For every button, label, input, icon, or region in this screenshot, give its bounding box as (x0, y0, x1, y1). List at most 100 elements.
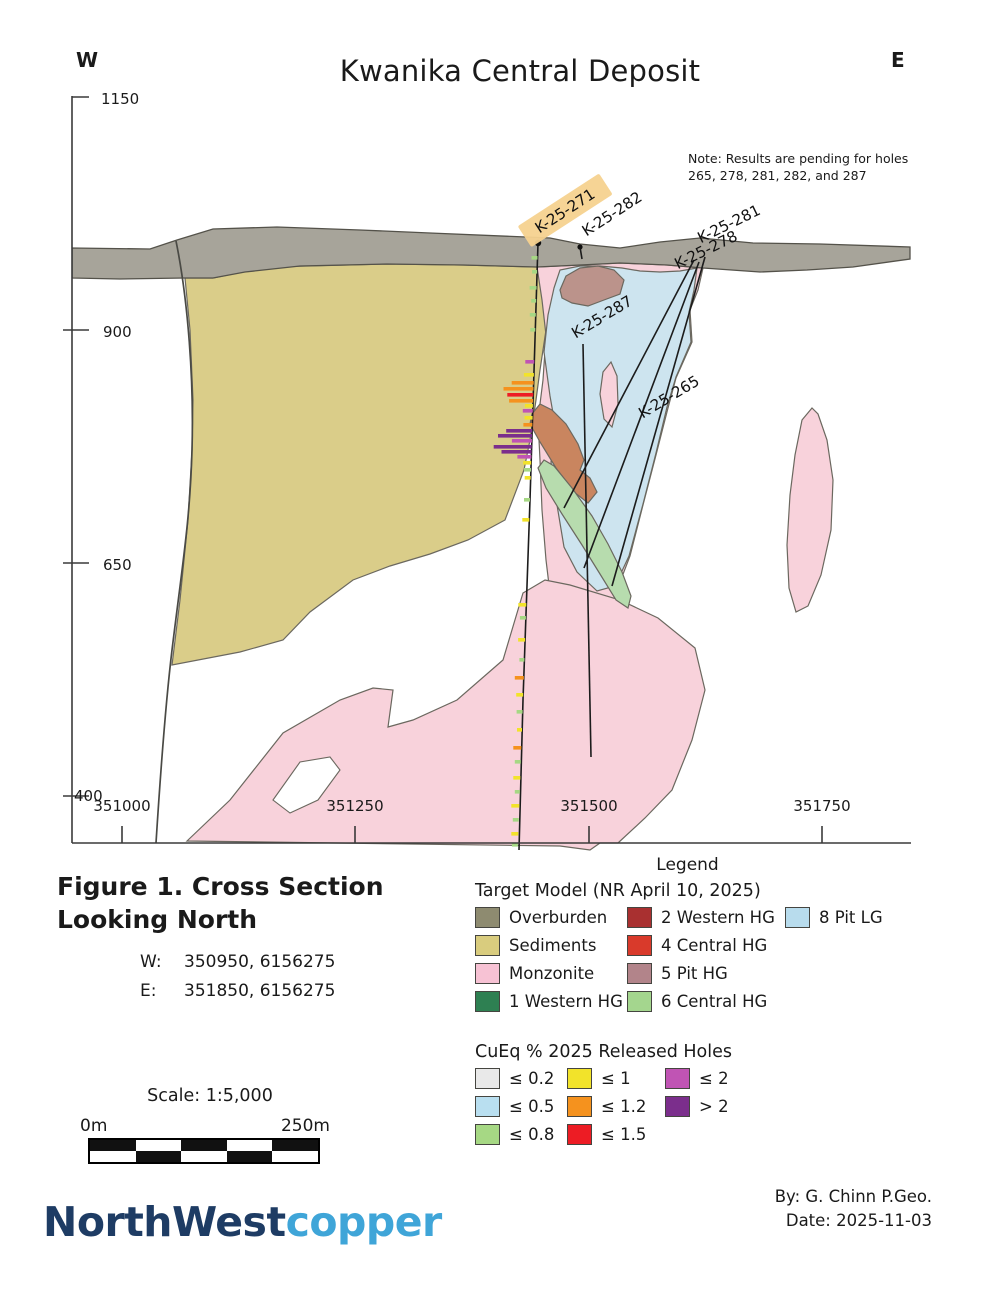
scale-ratio-label: Scale: 1:5,000 (147, 1086, 273, 1106)
drill-interval-bars (493, 256, 538, 847)
interval-bar (511, 439, 532, 443)
fault-line (155, 240, 194, 844)
scale-bar: 0m 250m (78, 1116, 330, 1164)
monzonite-swatch (475, 962, 500, 984)
cueq-swatch-1-2 (567, 1095, 592, 1117)
cueq-title: CuEq % 2025 Released Holes (475, 1042, 732, 1062)
interval-bar (524, 498, 530, 502)
interval-bar (517, 728, 522, 732)
legend-title: Legend (656, 855, 719, 875)
interval-bar (524, 476, 531, 480)
interval-bar (524, 404, 533, 408)
interval-bar (512, 818, 519, 822)
central-hg6-swatch (627, 990, 652, 1012)
interval-bar (516, 693, 524, 697)
legend-item-overburden: Overburden (475, 903, 623, 931)
cueq-item-1: ≤ 1 (567, 1064, 646, 1092)
scale-bar-checker (88, 1138, 320, 1164)
y-tick-900: 900 (103, 323, 132, 341)
cueq-column-1: ≤ 0.2 ≤ 0.5 ≤ 0.8 (475, 1064, 554, 1148)
legend-item-8-pit-lg: 8 Pit LG (785, 903, 883, 931)
interval-bar (493, 445, 532, 449)
coord-west: W: 350950, 6156275 (140, 952, 336, 972)
trace-k-25-281 (563, 259, 695, 509)
sediments-swatch (475, 934, 500, 956)
region-central-hg6 (537, 459, 632, 609)
cueq-swatch-0-8 (475, 1123, 500, 1145)
cueq-swatch-2 (665, 1067, 690, 1089)
interval-bar (513, 776, 521, 780)
cueq-column-3: ≤ 2 > 2 (665, 1064, 729, 1120)
interval-bar (530, 328, 536, 332)
legend-item-1-western-hg: 1 Western HG (475, 987, 623, 1015)
interval-bar (522, 518, 530, 522)
credit-by: By: G. Chinn P.Geo. (774, 1187, 932, 1206)
page-title: Kwanika Central Deposit (339, 54, 701, 88)
y-tick-650: 650 (103, 556, 132, 574)
interval-bar (522, 409, 533, 413)
interval-bar (509, 399, 534, 403)
interval-bar (514, 760, 521, 764)
region-pit-hg (559, 265, 625, 307)
legend-item-4-central-hg: 4 Central HG (627, 931, 775, 959)
interval-bar (516, 710, 523, 714)
western-hg2-swatch (627, 906, 652, 928)
trace-k-25-271 (518, 242, 539, 851)
interval-bar (529, 286, 537, 290)
cueq-swatch-gt-2 (665, 1095, 690, 1117)
interval-bar (511, 843, 518, 847)
interval-bar (525, 360, 535, 364)
credit-date: Date: 2025-11-03 (785, 1210, 932, 1230)
hole-label-highlight (518, 174, 612, 247)
company-logo: NorthWestcopper (43, 1198, 442, 1246)
interval-bar (511, 804, 520, 808)
axis-labels: 1150 900 650 400 351000 351250 351500 35… (74, 90, 851, 815)
cueq-item-gt-2: > 2 (665, 1092, 729, 1120)
interval-bar (532, 270, 538, 274)
target-model-title: Target Model (NR April 10, 2025) (475, 881, 761, 901)
interval-bar (506, 429, 533, 433)
drill-traces (518, 242, 706, 851)
collar-k-25-282 (577, 244, 583, 250)
interval-bar (523, 461, 532, 465)
interval-bar (524, 416, 533, 420)
interval-bar (518, 638, 526, 642)
interval-bar (507, 393, 534, 397)
interval-bar (518, 603, 527, 607)
region-sediments (171, 263, 547, 666)
interval-bar (519, 616, 526, 620)
legend-item-sediments: Sediments (475, 931, 623, 959)
interval-bar (531, 256, 538, 260)
cueq-item-1-5: ≤ 1.5 (567, 1120, 646, 1148)
x-tick-351750: 351750 (793, 797, 850, 815)
pit-hg5-swatch (627, 962, 652, 984)
scale-left-label: 0m (80, 1116, 108, 1136)
interval-bar (514, 790, 520, 794)
scale-right-label: 250m (280, 1116, 330, 1136)
cross-section-plot: K-25-271 K-25-282 K-25-281 K-25-278 K-25… (63, 90, 911, 851)
cueq-item-0-2: ≤ 0.2 (475, 1064, 554, 1092)
west-marker: W (76, 48, 99, 72)
interval-bar (511, 381, 534, 385)
interval-bar (511, 832, 519, 836)
trace-k-25-287 (582, 343, 592, 758)
cueq-swatch-0-5 (475, 1095, 500, 1117)
credits: By: G. Chinn P.Geo. Date: 2025-11-03 (640, 1185, 932, 1233)
cueq-swatch-0-2 (475, 1067, 500, 1089)
cueq-item-2: ≤ 2 (665, 1064, 729, 1092)
cueq-item-0-5: ≤ 0.5 (475, 1092, 554, 1120)
legend-item-2-western-hg: 2 Western HG (627, 903, 775, 931)
interval-bar (514, 676, 524, 680)
interval-bar (513, 746, 522, 750)
x-tick-351500: 351500 (560, 797, 617, 815)
logo-copper: copper (285, 1198, 443, 1246)
region-monzonite-east-lens (786, 407, 834, 613)
interval-bar (523, 373, 534, 377)
cueq-item-0-8: ≤ 0.8 (475, 1120, 554, 1148)
interval-bar (529, 313, 536, 317)
interval-bar (498, 434, 532, 438)
trace-k-25-265 (611, 256, 706, 587)
x-tick-351250: 351250 (326, 797, 383, 815)
logo-northwest: NorthWest (43, 1198, 286, 1246)
